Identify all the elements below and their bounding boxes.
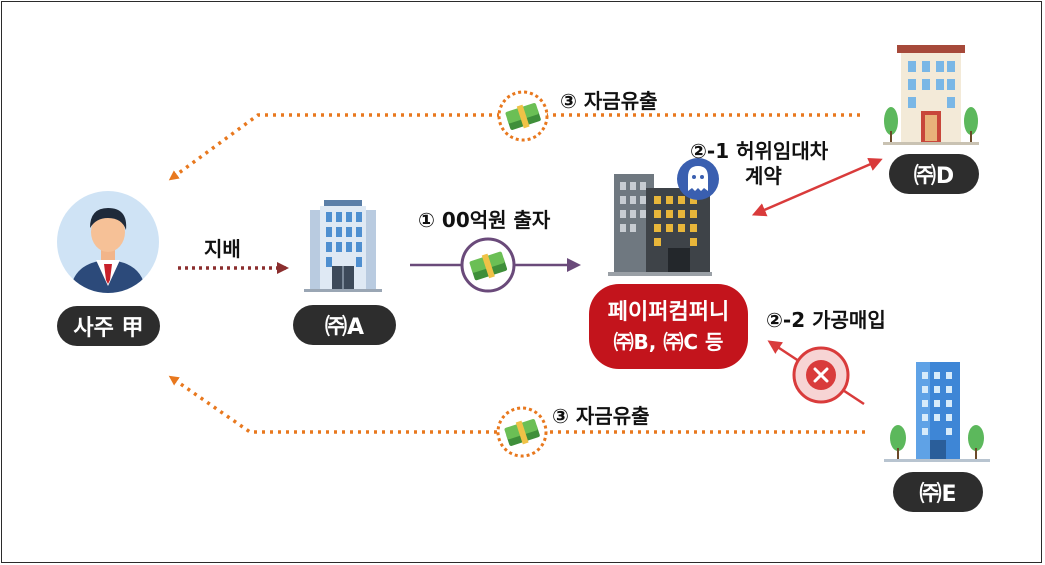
outflow-bottom-label: ③ 자금유출 <box>552 404 650 428</box>
fake-lease-label-line2: 계약 <box>745 164 782 188</box>
fake-purchase-label: ②-2 가공매입 <box>766 308 886 332</box>
company-e-label: ㈜E <box>919 482 957 507</box>
blue-tower-building-icon <box>884 362 990 462</box>
ghost-icon <box>677 158 719 200</box>
dark-office-building-icon <box>608 174 712 276</box>
no-entry-icon <box>792 346 850 404</box>
outflow-top-line <box>168 113 860 181</box>
owner-label: 사주 甲 <box>73 316 144 341</box>
company-e-pill: ㈜E <box>893 472 983 512</box>
paper-company-members: ㈜B, ㈜C 등 <box>613 329 724 354</box>
paper-company-name: 페이퍼컴퍼니 <box>607 299 730 325</box>
money-bundle-icon <box>497 90 549 142</box>
investment-label: ① 00억원 출자 <box>418 208 551 232</box>
company-d-pill: ㈜D <box>889 154 979 194</box>
owner-pill: 사주 甲 <box>57 306 160 346</box>
businessman-avatar-icon <box>57 191 159 293</box>
apartment-building-icon <box>883 45 979 145</box>
company-a-label: ㈜A <box>324 315 365 340</box>
fake-lease-label-line1: ②-1 허위임대차 <box>690 139 829 163</box>
paper-company-pill: 페이퍼컴퍼니 ㈜B, ㈜C 등 <box>589 284 748 369</box>
fake-lease-arrow-line <box>751 157 883 217</box>
control-label: 지배 <box>204 237 241 261</box>
money-bundle-icon <box>496 406 548 458</box>
office-building-icon <box>304 200 382 292</box>
outflow-top-label: ③ 자금유출 <box>560 89 658 113</box>
company-d-label: ㈜D <box>913 164 955 189</box>
company-a-pill: ㈜A <box>293 305 396 345</box>
money-bundle-icon <box>460 237 516 293</box>
